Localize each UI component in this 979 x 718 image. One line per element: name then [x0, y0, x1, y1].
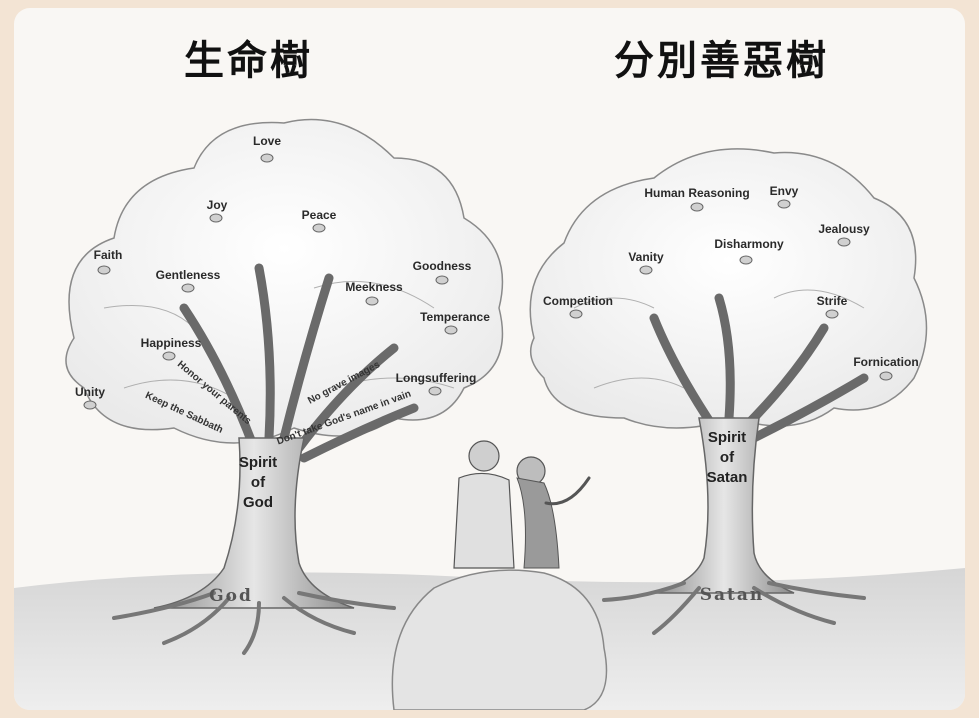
fruit-label-love: Love: [252, 134, 282, 148]
trunk-word-of: of: [250, 474, 266, 491]
man-figure: [453, 440, 515, 569]
tree-of-life-canopy: [65, 118, 504, 444]
tree-of-knowledge-trunk: [653, 417, 795, 594]
couple-on-rock: [391, 440, 608, 710]
fruit-label-joy: Joy: [206, 198, 228, 212]
tree-of-life-trunk: [153, 437, 355, 609]
tree-of-knowledge-title: 分別善惡樹: [614, 38, 829, 84]
tree-of-life-title: 生命樹: [184, 38, 313, 84]
fruit-label-goodness: Goodness: [412, 259, 472, 273]
tree-of-life-branches: [179, 263, 419, 463]
fruit-label-unity: Unity: [75, 385, 105, 399]
tree-of-knowledge-root-label: Satan: [699, 585, 765, 605]
tree-of-knowledge-roots: [602, 581, 866, 635]
tree-of-knowledge-trunk-label: Spirit of Satan: [707, 428, 748, 488]
trunk-word-spirit: Spirit: [238, 454, 278, 471]
fruit-label-peace: Peace: [301, 208, 337, 222]
tree-of-knowledge-fruits: [569, 199, 893, 381]
tree-of-life-roots: [112, 591, 396, 655]
tree-of-life-root-label: God: [209, 586, 253, 606]
tree-of-knowledge-canopy: [529, 148, 928, 429]
woman-figure: [516, 456, 591, 569]
trunk-word-satan: Satan: [706, 469, 748, 486]
fruit-label-longsuffering: Longsuffering: [395, 371, 477, 385]
fruit-label-jealousy: Jealousy: [818, 222, 870, 236]
fruit-label-strife: Strife: [816, 294, 848, 308]
fruit-label-meekness: Meekness: [345, 280, 403, 294]
fruit-label-gentleness: Gentleness: [155, 268, 221, 282]
fruit-label-vanity: Vanity: [628, 250, 664, 264]
fruit-label-human-reasoning: Human Reasoning: [644, 186, 750, 200]
illustration-frame: 生命樹 分別善惡樹 Love Joy Peace Faith Gentlenes…: [14, 8, 965, 710]
trunk-word-of: of: [719, 449, 735, 466]
fruit-label-happiness: Happiness: [140, 336, 202, 350]
fruit-label-fornication: Fornication: [853, 355, 919, 369]
tree-of-knowledge-branches: [649, 293, 869, 443]
tree-of-life-fruits: [83, 153, 458, 410]
illustration-art: [14, 118, 965, 710]
tree-of-knowledge: [529, 148, 928, 635]
trunk-word-god: God: [243, 494, 273, 511]
tree-of-life-trunk-label: Spirit of God: [239, 453, 277, 513]
trunk-word-spirit: Spirit: [707, 429, 747, 446]
fruit-label-disharmony: Disharmony: [714, 237, 784, 251]
fruit-label-competition: Competition: [543, 294, 613, 308]
fruit-label-temperance: Temperance: [420, 310, 490, 324]
tree-of-life: [65, 118, 504, 655]
fruit-label-envy: Envy: [769, 184, 799, 198]
fruit-label-faith: Faith: [93, 248, 123, 262]
